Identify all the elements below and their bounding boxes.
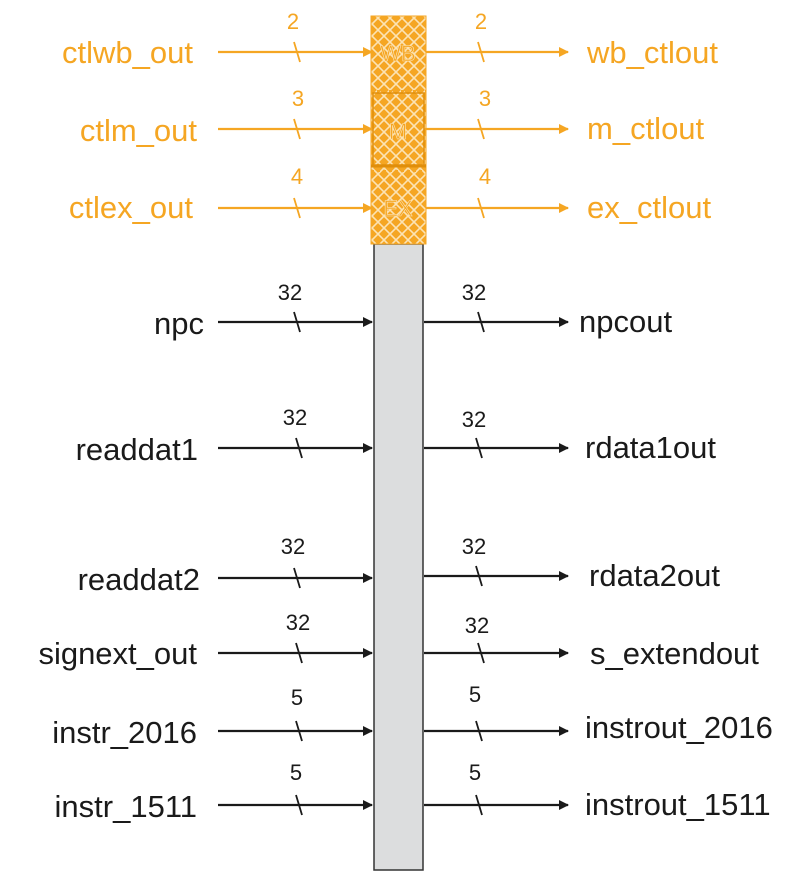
signal-output-label: instrout_1511 [585,787,771,822]
control-signal-row: ctlwb_out 2 2 wb_ctlout [62,9,718,70]
input-bus-width: 32 [281,534,305,559]
bus-slash [475,437,483,459]
signal-output-label: wb_ctlout [586,35,718,70]
data-signal-row: signext_out 32 32 s_extendout [38,610,759,671]
input-bus-width: 32 [283,405,307,430]
output-bus-width: 32 [465,613,489,638]
input-bus-width: 3 [292,86,304,111]
bus-slash [295,720,303,742]
input-bus-width: 32 [286,610,310,635]
control-section [370,15,427,245]
bus-slash [295,642,303,664]
signal-input-label: ctlwb_out [62,35,193,70]
signal-output-label: s_extendout [590,636,759,671]
signal-input-label: instr_1511 [55,789,197,824]
output-bus-width: 3 [479,86,491,111]
bus-slash [475,794,483,816]
bus-slash [477,118,485,140]
signal-output-label: rdata2out [589,558,720,593]
bus-slash [477,41,485,63]
output-bus-width: 5 [469,760,481,785]
block-label-m: M [389,119,407,144]
bus-slash [293,118,301,140]
data-signal-row: npc 32 32 npcout [154,280,672,341]
bus-slash [293,567,301,589]
bus-slash [293,311,301,333]
input-bus-width: 32 [278,280,302,305]
data-signal-row: readdat1 32 32 rdata1out [76,405,717,467]
block-label-wb: WB [380,41,415,66]
signal-output-label: rdata1out [585,430,716,465]
bus-slash [295,794,303,816]
signal-input-label: instr_2016 [52,715,197,750]
block-label-ex: EX [383,196,413,221]
bus-slash [475,720,483,742]
signal-input-label: readdat2 [78,562,200,597]
register-body [373,243,424,871]
control-signal-row: ctlex_out 4 4 ex_ctlout [69,164,712,225]
signal-output-label: npcout [579,304,672,339]
output-bus-width: 32 [462,280,486,305]
output-bus-width: 32 [462,534,486,559]
input-bus-width: 5 [291,685,303,710]
bus-slash [477,197,485,219]
output-bus-width: 5 [469,682,481,707]
output-bus-width: 2 [475,9,487,34]
bus-slash [477,642,485,664]
bus-slash [295,437,303,459]
input-bus-width: 2 [287,9,299,34]
signal-input-label: ctlex_out [69,190,193,225]
bus-slash [293,197,301,219]
signal-input-label: readdat1 [76,432,198,467]
data-signal-row: instr_1511 5 5 instrout_1511 [55,760,771,824]
signal-output-label: instrout_2016 [585,710,773,745]
bus-slash [293,41,301,63]
signal-input-label: ctlm_out [80,113,198,148]
output-bus-width: 4 [479,164,491,189]
signal-input-label: signext_out [38,636,197,671]
signal-output-label: m_ctlout [587,111,705,146]
m-block-outline [372,92,425,166]
data-signal-row: readdat2 32 32 rdata2out [78,534,721,597]
control-signal-row: ctlm_out 3 3 m_ctlout [80,86,705,148]
signal-input-label: npc [154,306,204,341]
bus-slash [477,311,485,333]
output-bus-width: 32 [462,407,486,432]
data-signal-row: instr_2016 5 5 instrout_2016 [52,682,773,750]
input-bus-width: 5 [290,760,302,785]
bus-slash [475,565,483,587]
input-bus-width: 4 [291,164,303,189]
signal-output-label: ex_ctlout [587,190,711,225]
